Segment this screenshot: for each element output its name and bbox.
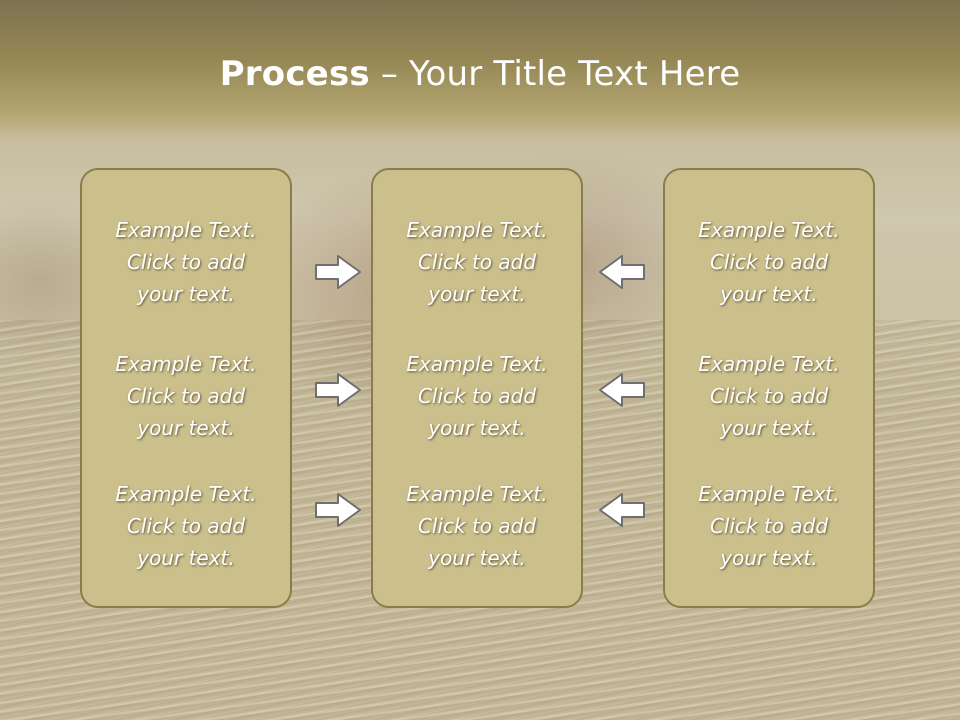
text-placeholder[interactable]: Example Text. Click to add your text. [665, 348, 873, 444]
text-line: Click to add [126, 384, 246, 408]
text-line: Example Text. [115, 482, 257, 506]
text-box-left[interactable]: Example Text. Click to add your text. Ex… [80, 168, 292, 608]
text-line: Example Text. [115, 218, 257, 242]
text-placeholder[interactable]: Example Text. Click to add your text. [82, 348, 290, 444]
text-line: your text. [137, 546, 235, 570]
text-line: Click to add [417, 514, 537, 538]
text-placeholder[interactable]: Example Text. Click to add your text. [82, 478, 290, 574]
arrow-left-icon [599, 255, 645, 289]
slide-title[interactable]: Process – Your Title Text Here [0, 54, 960, 94]
text-line: Click to add [126, 514, 246, 538]
text-line: your text. [137, 282, 235, 306]
text-box-center[interactable]: Example Text. Click to add your text. Ex… [371, 168, 583, 608]
text-line: Click to add [709, 250, 829, 274]
text-line: Example Text. [406, 218, 548, 242]
title-bar [0, 0, 960, 140]
text-placeholder[interactable]: Example Text. Click to add your text. [373, 478, 581, 574]
text-placeholder[interactable]: Example Text. Click to add your text. [665, 478, 873, 574]
text-line: Click to add [126, 250, 246, 274]
text-placeholder[interactable]: Example Text. Click to add your text. [665, 214, 873, 310]
text-line: Click to add [709, 384, 829, 408]
arrow-left-icon [599, 373, 645, 407]
text-placeholder[interactable]: Example Text. Click to add your text. [373, 214, 581, 310]
title-text: – Your Title Text Here [369, 54, 741, 94]
text-line: Click to add [417, 384, 537, 408]
text-line: your text. [428, 282, 526, 306]
text-line: Example Text. [698, 482, 840, 506]
arrow-right-icon [315, 373, 361, 407]
text-line: your text. [137, 416, 235, 440]
text-line: Click to add [417, 250, 537, 274]
text-line: your text. [428, 546, 526, 570]
text-line: Example Text. [115, 352, 257, 376]
arrow-right-icon [315, 493, 361, 527]
text-box-right[interactable]: Example Text. Click to add your text. Ex… [663, 168, 875, 608]
text-line: your text. [428, 416, 526, 440]
text-line: your text. [720, 416, 818, 440]
arrow-right-icon [315, 255, 361, 289]
text-line: Example Text. [698, 352, 840, 376]
text-line: your text. [720, 282, 818, 306]
text-placeholder[interactable]: Example Text. Click to add your text. [82, 214, 290, 310]
text-line: Click to add [709, 514, 829, 538]
text-line: Example Text. [698, 218, 840, 242]
arrow-left-icon [599, 493, 645, 527]
text-placeholder[interactable]: Example Text. Click to add your text. [373, 348, 581, 444]
text-line: Example Text. [406, 352, 548, 376]
text-line: your text. [720, 546, 818, 570]
title-bold: Process [219, 54, 370, 94]
text-line: Example Text. [406, 482, 548, 506]
